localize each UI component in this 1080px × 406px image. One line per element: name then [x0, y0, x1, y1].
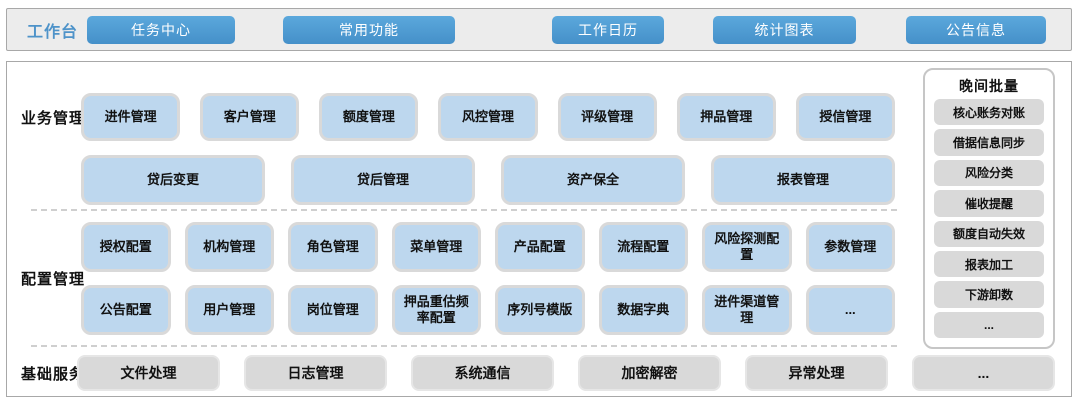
module-card[interactable]: 岗位管理: [288, 285, 378, 335]
service-card[interactable]: 系统通信: [411, 355, 554, 391]
module-card[interactable]: 参数管理: [805, 222, 895, 272]
module-card[interactable]: 风险探测配置: [702, 222, 792, 272]
module-card[interactable]: 授权配置: [81, 222, 171, 272]
module-card[interactable]: 菜单管理: [391, 222, 481, 272]
workbench-label: 工作台: [27, 23, 79, 41]
base-service-row: 文件处理日志管理系统通信加密解密异常处理...: [77, 355, 1055, 391]
batch-job-item[interactable]: ...: [934, 311, 1044, 338]
module-card[interactable]: 贷后变更: [81, 155, 265, 205]
module-card[interactable]: 押品重估频率配置: [391, 285, 481, 335]
module-card[interactable]: 授信管理: [795, 93, 895, 141]
module-card[interactable]: 公告配置: [81, 285, 171, 335]
batch-job-item[interactable]: 催收提醒: [934, 190, 1044, 217]
module-card[interactable]: 报表管理: [711, 155, 895, 205]
workbench-tab-button[interactable]: 常用功能: [283, 16, 455, 44]
config-row-1: 授权配置机构管理角色管理菜单管理产品配置流程配置风险探测配置参数管理: [81, 222, 895, 272]
batch-job-item[interactable]: 借据信息同步: [934, 129, 1044, 156]
module-card[interactable]: 额度管理: [319, 93, 419, 141]
night-batch-list: 核心账务对账借据信息同步风险分类催收提醒额度自动失效报表加工下游卸数...: [934, 99, 1044, 338]
module-card[interactable]: 进件管理: [81, 93, 181, 141]
service-card[interactable]: 日志管理: [244, 355, 387, 391]
module-panel: 业务管理 进件管理客户管理额度管理风控管理评级管理押品管理授信管理 贷后变更贷后…: [6, 61, 1072, 397]
config-row-2: 公告配置用户管理岗位管理押品重估频率配置序列号模版数据字典进件渠道管理...: [81, 285, 895, 335]
workbench-tab-button[interactable]: 工作日历: [552, 16, 664, 44]
batch-job-item[interactable]: 额度自动失效: [934, 220, 1044, 247]
module-card[interactable]: 贷后管理: [291, 155, 475, 205]
workbench-tab-button[interactable]: 公告信息: [906, 16, 1046, 44]
service-card[interactable]: 加密解密: [578, 355, 721, 391]
module-card[interactable]: 产品配置: [495, 222, 585, 272]
module-card[interactable]: 角色管理: [288, 222, 378, 272]
module-card[interactable]: 机构管理: [184, 222, 274, 272]
module-card[interactable]: ...: [805, 285, 895, 335]
module-card[interactable]: 风控管理: [438, 93, 538, 141]
module-card[interactable]: 客户管理: [200, 93, 300, 141]
section-label-business: 业务管理: [21, 109, 86, 127]
night-batch-panel: 晚间批量 核心账务对账借据信息同步风险分类催收提醒额度自动失效报表加工下游卸数.…: [923, 68, 1055, 349]
section-divider: [31, 345, 897, 347]
module-card[interactable]: 用户管理: [184, 285, 274, 335]
business-row-1: 进件管理客户管理额度管理风控管理评级管理押品管理授信管理: [81, 93, 895, 141]
service-card[interactable]: ...: [912, 355, 1055, 391]
workbench-tab-button[interactable]: 任务中心: [87, 16, 235, 44]
night-batch-title: 晚间批量: [959, 78, 1019, 94]
section-label-base: 基础服务: [21, 365, 86, 383]
service-card[interactable]: 文件处理: [77, 355, 220, 391]
module-card[interactable]: 资产保全: [501, 155, 685, 205]
module-card[interactable]: 流程配置: [598, 222, 688, 272]
workbench-tab-button[interactable]: 统计图表: [713, 16, 856, 44]
batch-job-item[interactable]: 风险分类: [934, 159, 1044, 187]
module-card[interactable]: 押品管理: [676, 93, 776, 141]
section-label-config: 配置管理: [21, 271, 86, 288]
module-card[interactable]: 序列号模版: [495, 285, 585, 335]
workbench-buttons: 任务中心 常用功能 工作日历 统计图表 公告信息: [7, 9, 1071, 50]
batch-job-item[interactable]: 核心账务对账: [934, 99, 1044, 126]
service-card[interactable]: 异常处理: [745, 355, 888, 391]
batch-job-item[interactable]: 报表加工: [934, 250, 1044, 278]
batch-job-item[interactable]: 下游卸数: [934, 281, 1044, 308]
module-card[interactable]: 评级管理: [557, 93, 657, 141]
section-divider: [31, 209, 897, 211]
workbench-bar: 工作台 任务中心 常用功能 工作日历 统计图表 公告信息: [6, 8, 1072, 51]
business-row-2: 贷后变更贷后管理资产保全报表管理: [81, 155, 895, 205]
module-card[interactable]: 数据字典: [598, 285, 688, 335]
module-card[interactable]: 进件渠道管理: [702, 285, 792, 335]
